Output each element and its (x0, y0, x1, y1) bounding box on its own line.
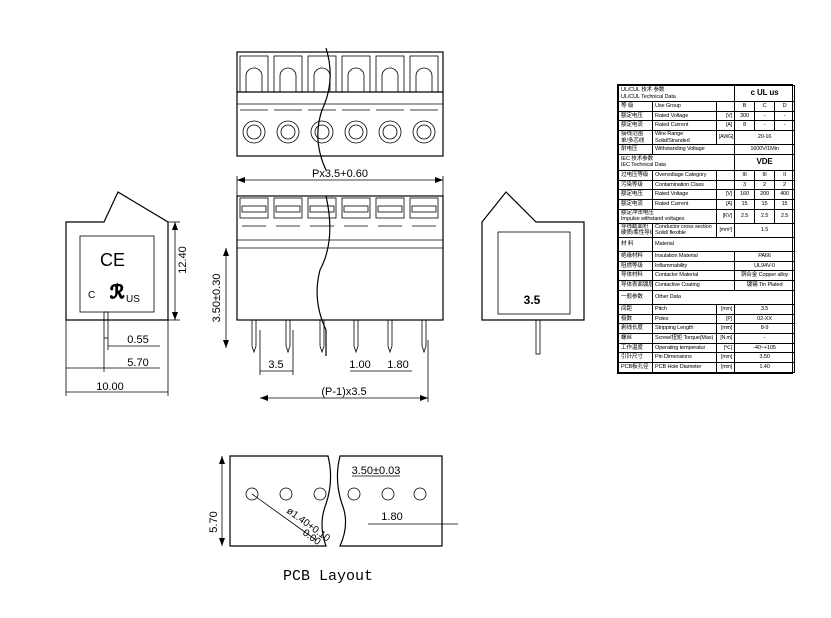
pcb-height: 5.70 (208, 511, 220, 532)
ce-mark: CE (100, 250, 125, 270)
dim-width-total: Px3.5+0.60 (312, 168, 368, 180)
break-line (316, 47, 331, 356)
front-terminal-5 (375, 197, 405, 227)
front-terminal-3 (307, 197, 337, 227)
pcb-hole-6 (413, 487, 427, 501)
pcb-title: PCB Layout (283, 568, 373, 585)
pcb-pitch: 3.50±0.03 (352, 465, 401, 477)
front-terminal-6 (409, 197, 439, 227)
dim-pin-offset: 0.55 (127, 334, 148, 346)
c-mark: C (88, 290, 95, 301)
dim-center-offset: 5.70 (127, 357, 148, 369)
dim-pin-gap: 1.80 (387, 359, 408, 371)
top-terminal-1 (239, 55, 269, 144)
pcb-hole-1 (245, 487, 259, 501)
pin-5 (387, 320, 393, 354)
pin-3 (319, 320, 325, 354)
pin-1 (251, 320, 257, 354)
pcb-hole-2 (279, 487, 293, 501)
dim-height-total: 12.40 (177, 246, 189, 274)
front-terminal-4 (341, 197, 371, 227)
pin-2 (285, 320, 291, 354)
dim-span: (P-1)x3.5 (321, 386, 366, 398)
us-mark: US (126, 294, 140, 305)
pcb-layout: 5.70 3.50±0.03 ø1.40+0.10 0.00 1.80 PCB … (208, 455, 458, 585)
pcb-hole-4 (347, 487, 361, 501)
pin-6 (421, 320, 427, 354)
pcb-hole-3 (313, 487, 327, 501)
front-terminal-1 (239, 197, 269, 227)
ul-logo-cell: c UL us (734, 85, 796, 102)
pcb-hole-5 (381, 487, 395, 501)
top-terminal-3 (307, 55, 337, 144)
pcb-gap: 1.80 (381, 511, 402, 523)
ul-header-en: UL/CUL Technical Data (621, 93, 676, 100)
pin-4 (353, 320, 359, 354)
ul-header-cn: UL/CUL 技术 参数 (621, 86, 665, 93)
top-view (236, 51, 444, 157)
front-terminal-2 (273, 197, 303, 227)
ul-logo: ℛ (110, 282, 125, 302)
left-side-view: CE C ℛ US 12.40 0.55 5.70 10.00 (65, 191, 189, 396)
dim-depth: 10.00 (96, 381, 124, 393)
dim-pin-height: 3.50±0.30 (211, 274, 223, 323)
right-side-view: 3.5 (481, 191, 585, 355)
top-terminal-6 (409, 55, 439, 144)
dim-pitch: 3.5 (268, 359, 283, 371)
front-view: Px3.5+0.60 3.50±0.30 3.5 1.00 1.80 (P-1)… (211, 168, 444, 402)
top-terminal-4 (341, 55, 371, 144)
side-pitch-mark: 3.5 (524, 293, 541, 307)
top-terminal-5 (375, 55, 405, 144)
dim-pin-width: 1.00 (349, 359, 370, 371)
top-terminal-2 (273, 55, 303, 144)
